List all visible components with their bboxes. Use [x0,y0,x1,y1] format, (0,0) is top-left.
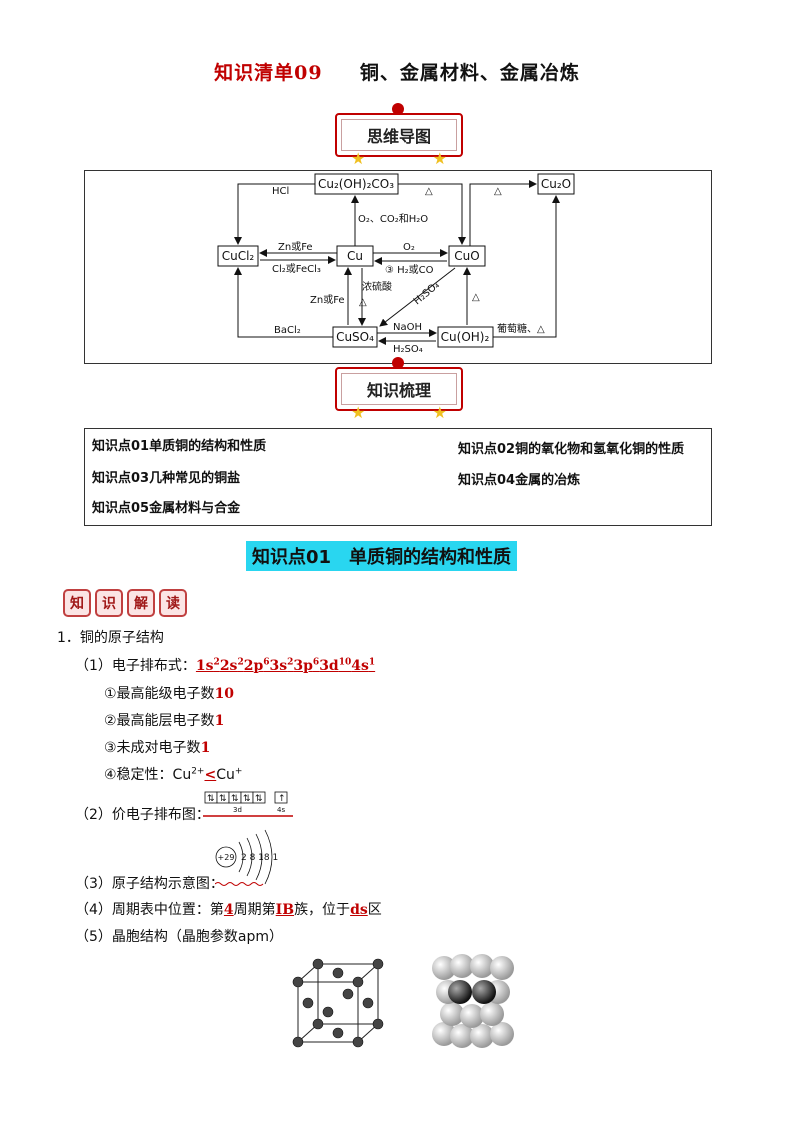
badge-dot-icon [392,357,404,369]
atomic-structure-text: （3）原子结构示意图： [75,876,224,892]
label-bacl2: BaCl₂ [274,325,301,336]
node-cuso4: CuSO₄ [336,330,374,344]
atomic-structure-label: （3）原子结构示意图： [75,873,224,893]
unit-cell-wireframe [292,958,384,1048]
label-delta: △ [472,292,480,303]
label-o2-co2-h2o: O₂、CO₂和H₂O [358,213,428,225]
node-cu2o: Cu₂O [541,177,571,191]
electron-config-line: （1）电子排布式：1s22s22p63s23p63d104s1 [75,655,375,675]
label-o2: O₂ [403,242,415,253]
tag-char: 知 [63,589,91,617]
toc-item[interactable]: 知识点03几种常见的铜盐 [92,471,241,486]
highest-shell-answer: 1 [214,713,225,729]
label-zn-fe-2: Zn或Fe [310,294,345,306]
mindmap-badge: 思维导图 ★ ★ [335,103,463,167]
label-naoh: NaOH [393,322,422,333]
node-cu2oh2co3: Cu₂(OH)₂CO₃ [318,177,394,191]
node-box [537,173,575,195]
unpaired-answer: 1 [200,740,211,756]
orbital-4s-label: 4s [277,806,285,814]
tag-char: 读 [159,589,187,617]
copper-conversion-diagram: Cu₂(OH)₂CO₃ Cu₂O CuCl₂ Cu CuO CuSO₄ Cu(O… [217,173,575,355]
label-delta: △ [359,297,367,308]
star-icon: ★ [351,149,366,168]
electron-config-label: （1）电子排布式： [75,658,196,674]
tag-char: 识 [95,589,123,617]
label-zn-fe: Zn或Fe [278,241,313,253]
node-box [217,245,259,267]
highest-shell-line: ②最高能层电子数1 [104,710,224,730]
stability-label: ④稳定性：Cu [104,767,192,783]
period-position-line: （4）周期表中位置：第4周期第IB族，位于ds区 [75,899,382,919]
highest-shell-label: ②最高能层电子数 [104,713,215,729]
toc-item[interactable]: 知识点05金属材料与合金 [92,501,241,516]
star-icon: ★ [432,403,447,422]
toc-box: 知识点01单质铜的结构和性质 知识点02铜的氧化物和氢氧化铜的性质 知识点03几… [84,428,712,526]
star-icon: ★ [351,403,366,422]
svg-text:⇅: ⇅ [243,794,251,804]
highest-sublevel-line: ①最高能级电子数10 [104,683,234,703]
pos-text: 区 [367,902,382,918]
answer-blank-wavy [215,882,264,886]
pos-period: 4 [223,902,234,918]
packing-ball-model [432,954,514,1048]
label-h2so4: H₂SO₄ [393,344,423,355]
label-conc-h2so4: 浓硫酸 [362,280,392,293]
review-badge: 知识梳理 ★ ★ [335,357,463,421]
valence-orbital-label: （2）价电子排布图： [75,807,210,823]
pos-group: IB [275,902,295,918]
svg-text:↑: ↑ [278,794,286,804]
valence-orbital-diagram: ⇅ ⇅ ⇅ ⇅ ⇅ ↑ 3d 4s [203,791,293,817]
star-icon: ★ [432,149,447,168]
svg-text:⇅: ⇅ [231,794,239,804]
stability-line: ④稳定性：Cu2+<Cu+ [104,766,243,783]
pos-text: 周期第 [233,902,276,918]
item-1-heading: 1．铜的原子结构 [57,630,164,646]
highest-sublevel-label: ①最高能级电子数 [104,686,215,702]
node-cuoh2: Cu(OH)₂ [441,330,490,344]
tag-char: 解 [127,589,155,617]
review-badge-label: 知识梳理 [341,373,457,405]
stability-answer: < [204,767,217,783]
unpaired-label: ③未成对电子数 [104,740,201,756]
pos-text: 族，位于 [294,902,351,918]
svg-text:⇅: ⇅ [207,794,215,804]
shell-electrons: 2 8 18 1 [241,853,278,863]
highest-sublevel-answer: 10 [214,686,235,702]
toc-item[interactable]: 知识点04金属的冶炼 [458,473,581,488]
svg-text:⇅: ⇅ [219,794,227,804]
pos-block: ds [350,902,368,918]
pos-text: （4）周期表中位置：第 [75,902,224,918]
orbital-3d-label: 3d [233,806,242,814]
unpaired-line: ③未成对电子数1 [104,737,210,757]
label-h2-co: ③ H₂或CO [385,264,434,276]
toc-item[interactable]: 知识点01单质铜的结构和性质 [92,439,267,454]
mindmap-badge-label: 思维导图 [341,119,457,151]
page-title: 知识清单09 铜、金属材料、金属冶炼 [0,58,794,85]
node-cu: Cu [347,249,363,263]
title-main: 铜、金属材料、金属冶炼 [359,62,580,84]
label-delta: △ [425,186,433,197]
stability-cu: Cu [216,767,235,783]
cell-structure-label: （5）晶胞结构（晶胞参数apm） [75,929,284,945]
label-glucose: 葡萄糖、△ [497,322,545,335]
atomic-structure-diagram: +29 2 8 18 1 [215,829,278,885]
node-cucl2: CuCl₂ [222,249,255,263]
title-prefix: 知识清单09 [214,62,323,84]
nucleus-charge: +29 [218,853,235,862]
node-box [448,245,486,267]
svg-text:⇅: ⇅ [255,794,263,804]
label-cl2-fecl3: Cl₂或FeCl₃ [272,263,321,275]
toc-item[interactable]: 知识点02铜的氧化物和氢氧化铜的性质 [458,442,685,457]
label-h2so4-diag: H₂SO₄ [412,280,442,308]
knowledge-tags: 知 识 解 读 [63,589,187,617]
node-cuo: CuO [454,249,479,263]
badge-dot-icon [392,103,404,115]
label-delta: △ [494,186,502,197]
label-hcl: HCl [272,186,289,197]
section-heading: 知识点01 单质铜的结构和性质 [246,541,518,571]
electron-config-answer: 1s22s22p63s23p63d104s1 [195,657,376,674]
